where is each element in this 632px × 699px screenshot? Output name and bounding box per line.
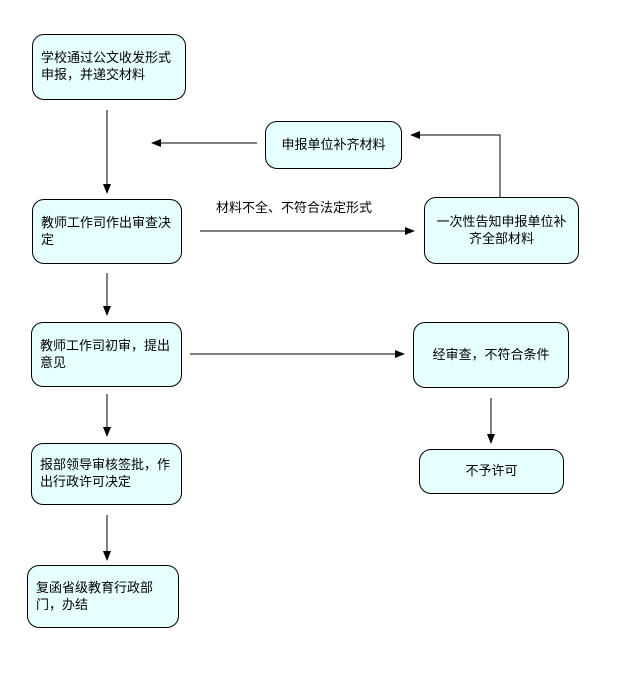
node-leader-approval-text: 报部领导审核签批，作出行政许可决定: [40, 458, 171, 490]
node-not-qualified-text: 经审查，不符合条件: [432, 347, 550, 363]
node-submit-text: 学校通过公文收发形式申报，并递交材料: [41, 51, 172, 83]
node-leader-approval: 报部领导审核签批，作出行政许可决定: [31, 443, 182, 505]
node-no-permit: 不予许可: [419, 449, 564, 494]
node-not-qualified: 经审查，不符合条件: [413, 322, 569, 388]
arrow-notify-to-supplement: [410, 131, 501, 197]
node-supplement-text: 申报单位补齐材料: [281, 137, 386, 153]
node-notify: 一次性告知申报单位补齐全部材料: [424, 197, 579, 264]
node-initial-review-text: 教师工作司初审，提出意见: [40, 338, 171, 371]
node-submit: 学校通过公文收发形式申报，并递交材料: [32, 34, 186, 100]
node-supplement: 申报单位补齐材料: [265, 121, 402, 169]
node-decision: 教师工作司作出审查决定: [32, 199, 182, 264]
node-notify-text: 一次性告知申报单位补齐全部材料: [436, 214, 567, 247]
node-initial-review: 教师工作司初审，提出意见: [31, 322, 182, 387]
node-decision-text: 教师工作司作出审查决定: [41, 215, 172, 248]
edge-label-incomplete: 材料不全、不符合法定形式: [216, 201, 373, 216]
node-reply-text: 复函省级教育行政部门，办结: [36, 580, 154, 613]
node-no-permit-text: 不予许可: [465, 464, 518, 479]
node-reply: 复函省级教育行政部门，办结: [27, 565, 179, 628]
